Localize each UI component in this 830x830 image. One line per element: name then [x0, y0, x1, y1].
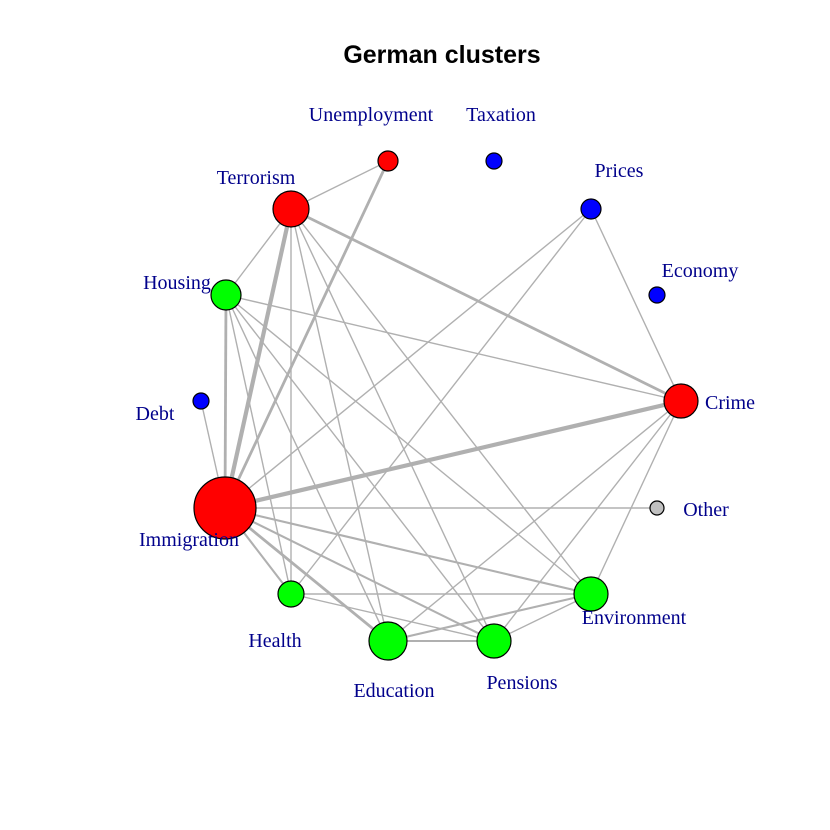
- edge-immigration-crime: [224, 398, 682, 511]
- node-label-other: Other: [683, 499, 729, 521]
- node-label-crime: Crime: [705, 392, 755, 414]
- edge-housing-pensions: [225, 294, 495, 642]
- edge-crime-environment: [590, 400, 682, 595]
- edge-prices-health: [290, 208, 592, 595]
- edge-immigration-education: [224, 506, 389, 643]
- node-label-health: Health: [248, 630, 301, 652]
- node-debt: [192, 392, 210, 410]
- edge-housing-immigration: [223, 294, 228, 509]
- edge-pensions-environment: [493, 593, 592, 642]
- edges-layer: [200, 160, 682, 643]
- node-label-economy: Economy: [662, 260, 739, 282]
- edge-education-environment: [387, 592, 592, 643]
- node-other: [649, 500, 665, 516]
- edge-terrorism-immigration: [222, 208, 294, 509]
- node-label-terrorism: Terrorism: [217, 167, 296, 189]
- edge-immigration-environment: [224, 506, 592, 596]
- node-label-prices: Prices: [595, 160, 644, 182]
- node-label-housing: Housing: [143, 272, 211, 294]
- edge-housing-environment: [225, 294, 592, 595]
- edge-prices-crime: [590, 208, 682, 402]
- node-terrorism: [272, 190, 310, 228]
- node-label-education: Education: [353, 680, 434, 702]
- node-housing: [210, 279, 242, 311]
- node-education: [368, 621, 408, 661]
- node-prices: [580, 198, 602, 220]
- nodes-layer: [192, 150, 699, 661]
- node-pensions: [476, 623, 512, 659]
- edge-health-pensions: [290, 593, 495, 642]
- node-label-environment: Environment: [582, 607, 687, 629]
- node-crime: [663, 383, 699, 419]
- edge-terrorism-crime: [290, 207, 682, 403]
- node-taxation: [485, 152, 503, 170]
- node-label-pensions: Pensions: [486, 672, 557, 694]
- node-unemployment: [377, 150, 399, 172]
- labels-layer: Unemployment TaxationPricesEconomyCrimeOt…: [136, 104, 756, 702]
- edge-prices-immigration: [224, 208, 592, 509]
- node-immigration: [193, 476, 257, 540]
- node-label-immigration: Immigration: [139, 529, 239, 551]
- graph-title: German clusters: [343, 41, 540, 69]
- node-economy: [648, 286, 666, 304]
- node-label-unemployment: Unemployment: [309, 104, 434, 126]
- edge-terrorism-pensions: [290, 208, 495, 642]
- node-label-taxation: Taxation: [466, 104, 536, 126]
- edge-immigration-pensions: [224, 507, 495, 642]
- edge-unemployment-immigration: [223, 160, 390, 509]
- node-label-debt: Debt: [136, 403, 175, 425]
- edge-crime-pensions: [493, 400, 682, 642]
- edge-housing-crime: [225, 294, 682, 402]
- node-environment: [573, 576, 609, 612]
- node-health: [277, 580, 305, 608]
- edge-crime-education: [387, 400, 682, 642]
- edge-housing-health: [225, 294, 292, 595]
- edge-terrorism-education: [290, 208, 389, 642]
- edge-housing-education: [225, 294, 389, 642]
